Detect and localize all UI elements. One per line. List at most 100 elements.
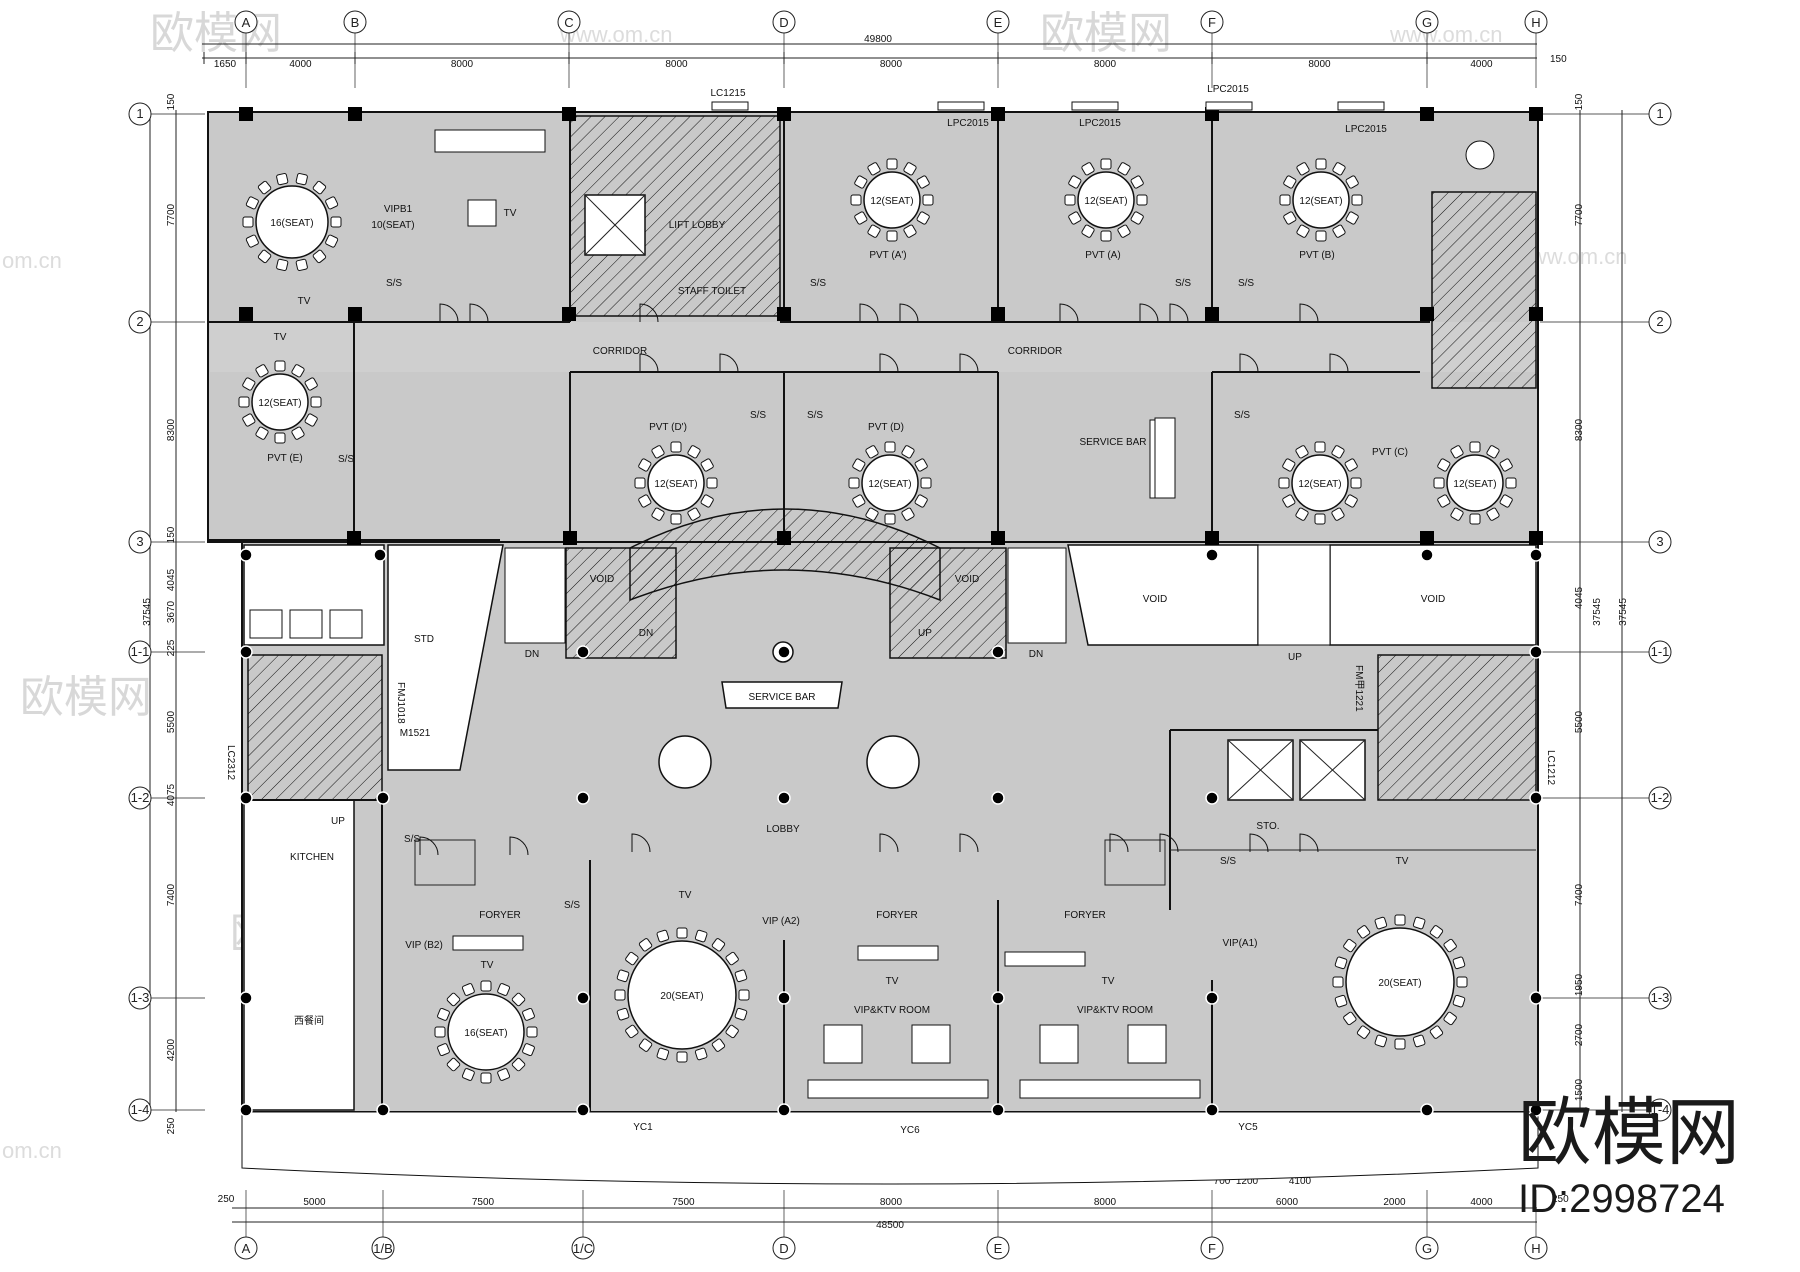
door-swing [1239, 353, 1259, 373]
table-seat-label: 12(SEAT) [870, 196, 913, 207]
axis-label-left: 1-2 [131, 790, 150, 805]
door-swing [1249, 833, 1269, 853]
column-square [1205, 307, 1219, 321]
chair [625, 1024, 639, 1039]
chair [1412, 1034, 1426, 1048]
dim-right: 7700 [1574, 203, 1585, 226]
chair [330, 216, 342, 228]
chair [1081, 224, 1095, 238]
column-round [239, 548, 253, 562]
chair [245, 234, 259, 248]
dim-top: 8000 [665, 59, 688, 70]
door-swing [631, 833, 651, 853]
label-corridor-1: CORRIDOR [593, 346, 647, 357]
chair [1433, 477, 1445, 489]
axis-label-right: 1-4 [1651, 1102, 1670, 1117]
column-round [239, 791, 253, 805]
label-vip-a1: VIP(A1) [1222, 938, 1257, 949]
column-square [1529, 107, 1543, 121]
chair [886, 230, 898, 242]
chair [1136, 194, 1148, 206]
label-ss-9: S/S [404, 834, 420, 845]
label-up-2: UP [1288, 652, 1302, 663]
ktv-table-3 [1039, 1024, 1079, 1064]
label-door-fm: FMJ1018 [395, 682, 406, 724]
dim-top: 1650 [214, 59, 237, 70]
chair [854, 211, 868, 225]
chair [1283, 211, 1297, 225]
table-seat-label: 12(SEAT) [258, 398, 301, 409]
label-tv-6: TV [1102, 976, 1115, 987]
chair [867, 162, 881, 176]
chair [614, 989, 626, 1001]
chair [638, 458, 652, 472]
chair [1315, 230, 1327, 242]
chair [1443, 1011, 1457, 1026]
ktv-sofa-1 [807, 1079, 989, 1099]
chair [625, 951, 639, 966]
chair [914, 458, 928, 472]
label-void-4: VOID [1421, 594, 1445, 605]
door-swing [719, 353, 739, 373]
chair [1350, 477, 1362, 489]
round-tables: 16(SEAT)12(SEAT)12(SEAT)12(SEAT)12(SEAT)… [238, 158, 1517, 1084]
column-square [1420, 531, 1434, 545]
axis-label-left: 1-3 [131, 990, 150, 1005]
column-square [562, 307, 576, 321]
axis-label-top: H [1531, 15, 1540, 30]
chair [1332, 976, 1344, 988]
chair [1332, 162, 1346, 176]
chair [1437, 458, 1451, 472]
dim-left: 8300 [166, 418, 177, 441]
chair [916, 211, 930, 225]
dim-bottom-sub: 1200 [1236, 1176, 1259, 1187]
column-round [376, 1103, 390, 1117]
column-round [991, 991, 1005, 1005]
dim-top: 8000 [1094, 59, 1117, 70]
chair [1356, 1025, 1371, 1039]
chair [725, 1024, 739, 1039]
chair [1296, 224, 1310, 238]
label-kitchen: KITCHEN [290, 852, 334, 863]
chair [1334, 956, 1348, 970]
chair [446, 1057, 461, 1072]
chair [310, 396, 322, 408]
dim-bottom: 7500 [672, 1197, 695, 1208]
chair [616, 1007, 630, 1021]
column-square [562, 107, 576, 121]
service-bar-counter [721, 681, 843, 709]
chair [1295, 507, 1309, 521]
dim-bottom: 7500 [472, 1197, 495, 1208]
chair [257, 249, 272, 264]
door-swing [899, 303, 919, 323]
column-round [1205, 991, 1219, 1005]
chair [274, 432, 286, 444]
dim-left: 7700 [166, 203, 177, 226]
column-round [991, 1103, 1005, 1117]
chair [916, 175, 930, 189]
axis-label-bottom: 1/B [373, 1241, 393, 1256]
label-std: STD [414, 634, 434, 645]
foyer-counter-3 [452, 935, 524, 951]
column-round [576, 645, 590, 659]
chair [1505, 477, 1517, 489]
chair [1100, 230, 1112, 242]
watermark-logo: 欧模网 [1040, 8, 1172, 59]
chair [446, 992, 461, 1007]
label-void-2: VOID [955, 574, 979, 585]
dim-right: 8300 [1574, 418, 1585, 441]
label-ss-4: S/S [1175, 278, 1191, 289]
chair [325, 196, 339, 210]
chair [325, 234, 339, 248]
corridor-band [210, 322, 1536, 372]
chair [522, 1043, 535, 1057]
chair [638, 494, 652, 508]
chair [437, 1007, 450, 1021]
small-lift-2 [289, 609, 323, 639]
window-tag-1: LC1215 [710, 88, 745, 99]
label-dn-3: DN [1029, 649, 1043, 660]
dim-left: 4200 [166, 1038, 177, 1061]
dim-bottom: 6000 [1276, 1197, 1299, 1208]
